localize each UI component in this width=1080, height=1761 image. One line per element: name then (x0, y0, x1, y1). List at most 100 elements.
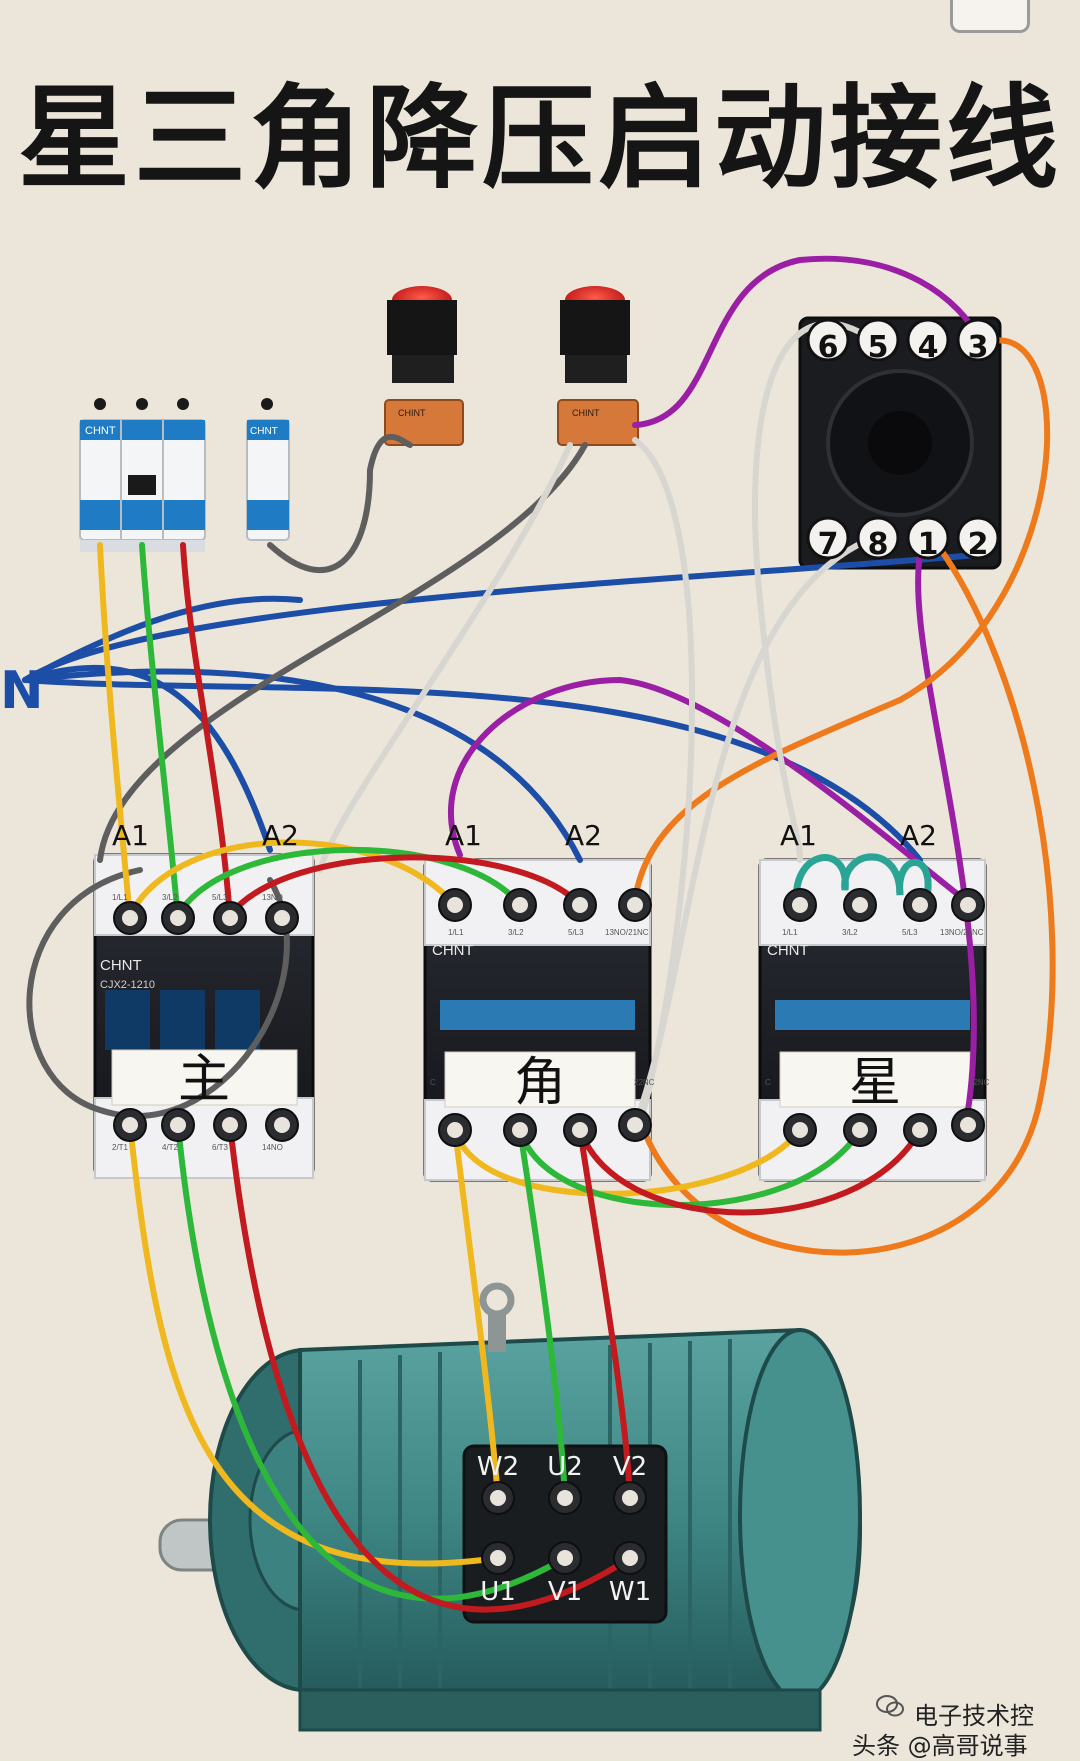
terminal-screw-motor-w2 (481, 1481, 515, 1515)
start-button[interactable]: CHINT (557, 286, 639, 446)
watermark-author: 头条 @高哥说事 (852, 1732, 1028, 1760)
corner-icon[interactable] (950, 0, 1030, 33)
delta-coil-a1: A1 (445, 819, 482, 852)
terminal-screw-main-top-2 (161, 901, 195, 935)
relay-terminal-circle-2 (856, 318, 900, 362)
delta-label: 角 (514, 1053, 566, 1113)
terminal-screw-motor-v1 (548, 1541, 582, 1575)
motor-terminal-v2: V2 (613, 1452, 647, 1482)
terminal-screw-main-bottom-4 (265, 1108, 299, 1142)
main-bottom-small-2: 4/T2 (162, 1143, 179, 1152)
main-model: CJX2-1210 (100, 979, 155, 991)
star-bottom-small-2: 22NC (969, 1078, 990, 1087)
terminal-screw-star-bottom-4 (951, 1108, 985, 1142)
delta-top-small-1: 1/L1 (448, 928, 464, 937)
wire-main-u1-yellow (127, 1122, 501, 1567)
terminal-screw-delta-bottom-2 (503, 1113, 537, 1147)
wire-neutral-to-main-a2 (22, 664, 273, 853)
relay-terminal-7: 7 (818, 527, 839, 562)
terminal-screw-star-top-4 (951, 888, 985, 922)
star-bottom-small-1: C (765, 1078, 771, 1087)
watermark-channel: 电子技术控 (914, 1702, 1034, 1730)
wire-main-v1-green (175, 1122, 568, 1602)
delta-top-small-2: 3/L2 (508, 928, 524, 937)
terminal-screw-motor-u2 (548, 1481, 582, 1515)
relay-terminal-5: 5 (868, 330, 889, 365)
lifting-eye (479, 1282, 515, 1318)
wire-gray-start-to-main (97, 442, 588, 863)
main-bottom-small-1: 2/T1 (112, 1143, 129, 1152)
terminal-screw-delta-bottom-3 (563, 1113, 597, 1147)
relay-terminal-1: 1 (918, 527, 939, 562)
terminal-screw-motor-u1 (481, 1541, 515, 1575)
terminal-screw-star-bottom-1 (783, 1113, 817, 1147)
relay-terminal-labels-bottom: 7 8 1 2 (818, 527, 989, 562)
star-coil-a2: A2 (900, 819, 937, 852)
main-bottom-small-4: 14NO (262, 1143, 283, 1152)
motor-terminal-v1: V1 (548, 1577, 582, 1607)
wire-relay1-to-star (915, 532, 977, 1113)
three-pole-breaker[interactable]: CHNT (79, 398, 206, 552)
stop-button[interactable]: CHINT (384, 286, 464, 446)
main-top-small-1: 1/L1 (112, 893, 128, 902)
terminal-screw-main-top-3 (213, 901, 247, 935)
relay-terminal-labels-top: 6 5 4 3 (818, 330, 989, 365)
delta-brand: CHNT (432, 942, 474, 959)
page-title: 星三角降压启动接线 (18, 74, 1062, 204)
delta-coil-a2: A2 (565, 819, 602, 852)
star-coil-a1: A1 (780, 819, 817, 852)
wire-main-to-delta-red (227, 854, 583, 918)
delta-bottom-small-2: 22NC (634, 1078, 655, 1087)
terminal-screw-main-bottom-1 (113, 1108, 147, 1142)
terminal-screw-motor-v2 (613, 1481, 647, 1515)
motor-terminal-u1: U1 (480, 1577, 516, 1607)
terminal-screw-main-bottom-3 (213, 1108, 247, 1142)
motor-base (298, 1688, 822, 1732)
wire-white-relay5-star (752, 320, 883, 863)
neutral-label: N (0, 661, 44, 721)
wire-delta-v2-red (577, 1127, 633, 1501)
main-label: 主 (178, 1050, 230, 1110)
terminal-screw-delta-top-2 (503, 888, 537, 922)
relay-terminal-2: 2 (968, 527, 989, 562)
relay-terminal-circle-4 (956, 318, 1000, 362)
star-label: 星 (849, 1053, 901, 1113)
wire-main-w1-red (227, 1122, 633, 1613)
relay-terminal-6: 6 (818, 330, 839, 365)
terminal-screw-star-top-3 (903, 888, 937, 922)
wechat-icon (876, 1695, 904, 1717)
wire-l3-red (180, 542, 233, 921)
wire-gray-stop-breaker (267, 433, 413, 574)
main-coil-a2: A2 (262, 819, 299, 852)
star-top-small-2: 3/L2 (842, 928, 858, 937)
relay-terminal-8: 8 (868, 527, 889, 562)
terminal-screw-star-bottom-2 (843, 1113, 877, 1147)
motor (158, 1282, 863, 1732)
time-relay (798, 316, 1002, 570)
terminal-screw-delta-bottom-4 (618, 1108, 652, 1142)
single-pole-breaker[interactable]: CHNT (246, 398, 290, 541)
main-brand: CHNT (100, 957, 142, 974)
terminal-screw-star-bottom-3 (903, 1113, 937, 1147)
delta-bottom-small-1: C (430, 1078, 436, 1087)
wire-l1-yellow (97, 542, 133, 921)
relay-terminal-circle-7 (906, 516, 950, 560)
relay-terminal-circle-3 (906, 318, 950, 362)
terminal-screw-main-top-4 (265, 901, 299, 935)
wire-white-relay8-delta (632, 532, 883, 1128)
main-bottom-small-3: 6/T3 (212, 1143, 229, 1152)
terminal-screw-main-bottom-2 (161, 1108, 195, 1142)
main-top-small-3: 5/L3 (212, 893, 228, 902)
wire-delta-star-red (577, 1127, 923, 1216)
wire-gray-loop-main (26, 867, 290, 1119)
terminal-screw-delta-bottom-1 (438, 1113, 472, 1147)
star-brand: CHNT (767, 942, 809, 959)
relay-terminal-circle-5 (806, 516, 850, 560)
wire-delta-a1-loop (447, 676, 968, 903)
terminal-screw-star-top-2 (843, 888, 877, 922)
cooling-fins (358, 1339, 732, 1700)
terminal-screw-delta-top-4 (618, 888, 652, 922)
relay-terminal-circle-6 (856, 516, 900, 560)
breaker-toggle (128, 475, 156, 495)
